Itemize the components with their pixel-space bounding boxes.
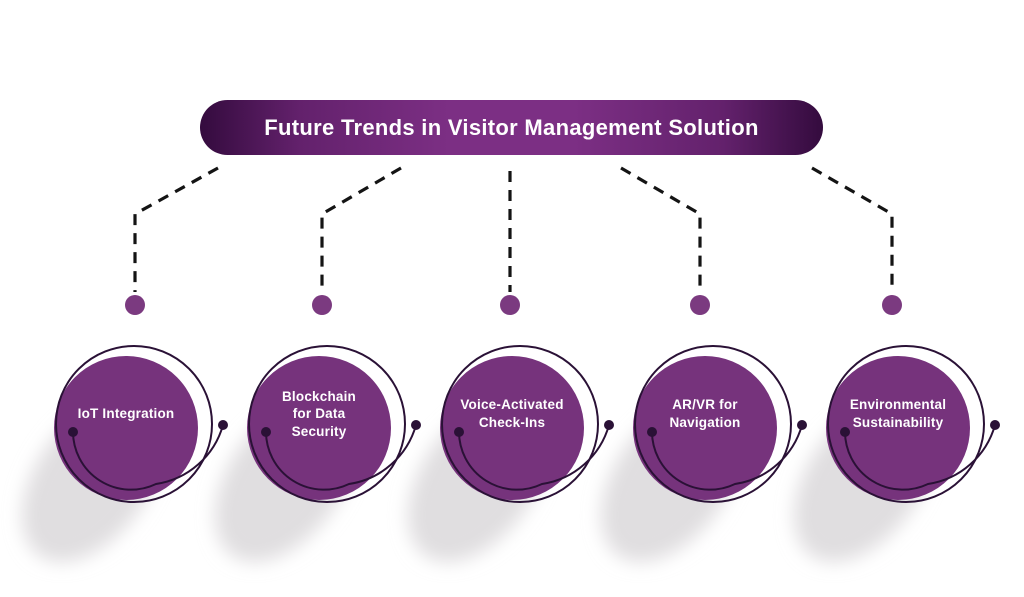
spiral-end-dot <box>218 420 228 430</box>
node-circle <box>54 356 198 500</box>
spiral-end-dot <box>990 420 1000 430</box>
connector-dot <box>312 295 332 315</box>
connector-line <box>620 166 702 292</box>
spiral-start-dot <box>261 427 271 437</box>
connector-dot <box>500 295 520 315</box>
spiral-start-dot <box>68 427 78 437</box>
node-group-arvr <box>633 345 807 503</box>
nodes <box>54 345 1000 503</box>
node-spiral-arc <box>651 424 803 491</box>
node-spiral-arc <box>844 424 996 491</box>
node-circle <box>247 356 391 500</box>
title-text: Future Trends in Visitor Management Solu… <box>264 114 759 140</box>
node-circle <box>826 356 970 500</box>
node-group-voice <box>440 345 614 503</box>
node-spiral-arc <box>458 424 610 491</box>
node-group-environment <box>826 345 1000 503</box>
spiral-end-dot <box>411 420 421 430</box>
node-ring-outline <box>441 345 599 503</box>
node-group-iot <box>54 345 228 503</box>
node-spiral-arc <box>265 424 417 491</box>
spiral-start-dot <box>454 427 464 437</box>
spiral-start-dot <box>840 427 850 437</box>
node-group-blockchain <box>247 345 421 503</box>
spiral-end-dot <box>604 420 614 430</box>
node-circle <box>633 356 777 500</box>
node-circle <box>440 356 584 500</box>
node-ring-outline <box>827 345 985 503</box>
connector-dot <box>882 295 902 315</box>
connectors <box>125 166 902 315</box>
connector-dot <box>125 295 145 315</box>
connector-line <box>811 166 894 292</box>
connector-line <box>133 166 219 292</box>
spiral-start-dot <box>647 427 657 437</box>
connector-dot <box>690 295 710 315</box>
spiral-end-dot <box>797 420 807 430</box>
node-ring-outline <box>634 345 792 503</box>
node-ring-outline <box>55 345 213 503</box>
node-ring-outline <box>248 345 406 503</box>
title-banner: Future Trends in Visitor Management Solu… <box>200 100 823 155</box>
connector-line <box>320 166 402 292</box>
node-spiral-arc <box>72 424 224 491</box>
